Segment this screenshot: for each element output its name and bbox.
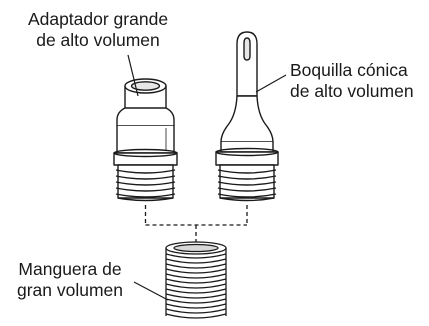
leader-hose (133, 281, 169, 301)
leader-adapter (127, 54, 139, 97)
leader-nozzle (255, 74, 287, 93)
label-conical-nozzle-line2: de alto volumen (290, 81, 414, 101)
connector-lines (144, 205, 248, 244)
label-conical-nozzle-line1: Boquilla cónica (290, 60, 408, 80)
large-volume-hose (165, 241, 227, 319)
label-large-adapter-line2: de alto volumen (36, 30, 160, 50)
leader-lines (127, 54, 287, 301)
label-large-adapter-line1: Adaptador grande (27, 9, 169, 29)
label-conical-nozzle: Boquilla cónica de alto volumen (290, 60, 414, 102)
label-hose-line2: gran volumen (16, 280, 124, 300)
label-large-volume-hose: Manguera de gran volumen (6, 259, 134, 301)
conical-nozzle (215, 31, 279, 202)
large-adapter (113, 78, 178, 202)
label-hose-line1: Manguera de (18, 259, 122, 279)
label-large-adapter: Adaptador grande de alto volumen (8, 9, 188, 51)
